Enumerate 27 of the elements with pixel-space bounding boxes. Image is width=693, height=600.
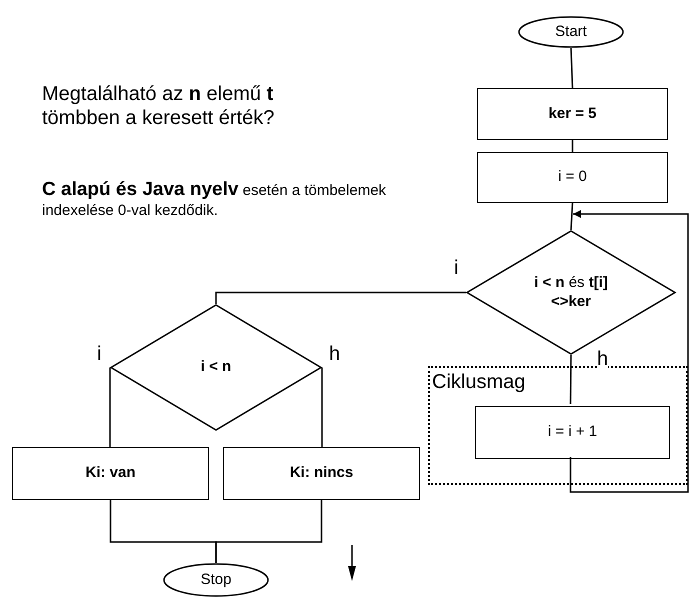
process-box [12, 447, 209, 500]
connector [215, 292, 466, 304]
node-label: Start [555, 22, 587, 42]
node-label: Ki: nincs [290, 464, 354, 483]
connector [215, 500, 322, 563]
connector [570, 210, 689, 493]
process-box [475, 406, 670, 459]
node-label: i = i + 1 [548, 423, 598, 442]
connector [321, 368, 323, 447]
process-box [477, 152, 668, 203]
node-label: i < n [200, 358, 232, 377]
process-box [477, 88, 668, 140]
dashed-group-box [428, 366, 688, 485]
connector [570, 355, 572, 404]
edge-label: h [597, 349, 608, 369]
node-label: i < n és t[i]<>ker [533, 274, 609, 312]
node-label: Ki: van [85, 464, 136, 483]
node-label: ker = 5 [548, 104, 596, 124]
note-text: C alapú és Java nyelv esetén a tömbelemek indexelése 0-val kezdődik. [42, 178, 388, 220]
note-text: Megtalálható az n elemű t tömbben a keresett érték? [42, 82, 276, 130]
process-box [223, 447, 420, 500]
connector [570, 202, 574, 230]
connector [109, 368, 111, 447]
connector [570, 48, 574, 88]
node-label: i = 0 [558, 168, 587, 187]
connector [572, 140, 574, 152]
node-label: Stop [200, 570, 232, 590]
